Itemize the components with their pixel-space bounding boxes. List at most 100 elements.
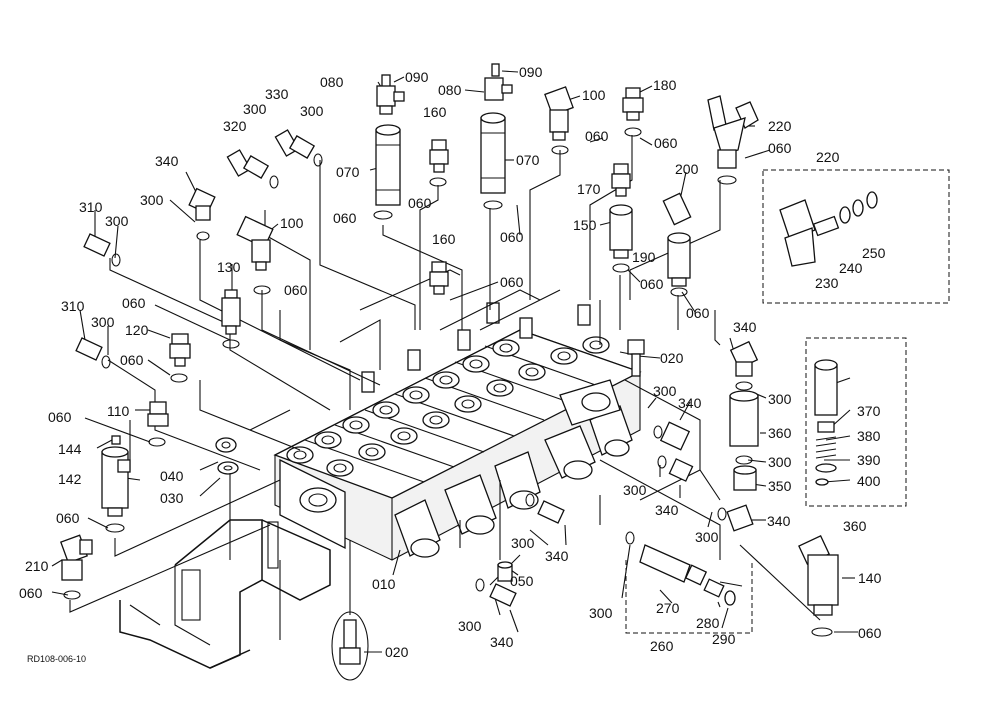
elbow-340-upper (188, 187, 216, 241)
label-060-g: 060 (284, 282, 308, 298)
label-020-a: 020 (660, 350, 684, 366)
extension-070-right (480, 112, 506, 210)
detail-box-360 (805, 337, 907, 507)
cap-144 (111, 435, 121, 445)
mounting-bracket (119, 519, 331, 669)
label-150: 150 (573, 217, 597, 233)
body-190 (667, 232, 691, 297)
label-060-k: 060 (122, 295, 146, 311)
plug-180 (622, 87, 644, 137)
label-300-k: 300 (511, 535, 535, 551)
plug-160-middle (429, 261, 449, 295)
label-300-b: 300 (300, 103, 324, 119)
elbow-340-mid (657, 455, 694, 482)
label-110: 110 (107, 403, 130, 419)
swivel-220-detail (779, 191, 878, 267)
label-060-b: 060 (654, 135, 678, 151)
detail-box-260 (625, 560, 753, 634)
label-240: 240 (839, 260, 863, 276)
label-320: 320 (223, 118, 247, 134)
elbow-340-bottom-center (525, 493, 565, 524)
label-080-a: 080 (320, 74, 344, 90)
leader-lines (51, 70, 858, 653)
extension-070-left (373, 124, 401, 220)
elbow-210 (60, 534, 93, 600)
label-060-a: 060 (585, 128, 609, 144)
plug-120 (169, 333, 191, 383)
label-340-a: 340 (155, 153, 179, 169)
elbow-100-left (236, 215, 274, 295)
label-120: 120 (125, 322, 149, 338)
label-140: 140 (858, 570, 882, 586)
label-390: 390 (857, 452, 881, 468)
label-400: 400 (857, 473, 881, 489)
label-220-a: 220 (768, 118, 792, 134)
label-190: 190 (632, 249, 656, 265)
drawing-reference-code: RD108-006-10 (27, 654, 86, 664)
elbow-100-top (544, 86, 574, 155)
label-310-b: 310 (61, 298, 85, 314)
label-040: 040 (160, 468, 184, 484)
valve-ports (286, 336, 610, 477)
label-180: 180 (653, 77, 677, 93)
label-340-b: 340 (733, 319, 757, 335)
label-300-g: 300 (768, 391, 792, 407)
label-210: 210 (25, 558, 49, 574)
body-360-detail (814, 359, 838, 486)
label-130: 130 (217, 259, 241, 275)
label-060-j: 060 (686, 305, 710, 321)
label-030: 030 (160, 490, 184, 506)
label-200: 200 (675, 161, 699, 177)
label-090-b: 090 (519, 64, 543, 80)
label-144: 144 (58, 441, 82, 457)
label-340-g: 340 (490, 634, 514, 650)
fitting-330 (274, 129, 323, 167)
label-340-e: 340 (767, 513, 791, 529)
plug-130 (221, 289, 241, 349)
bolt-020-upper (627, 339, 645, 377)
label-060-p: 060 (858, 625, 882, 641)
label-300-c: 300 (140, 192, 164, 208)
adapter-310-lower (75, 337, 111, 369)
label-070-b: 070 (516, 152, 540, 168)
plug-160-upper (429, 139, 449, 187)
label-060-o: 060 (19, 585, 43, 601)
bolt-020-lower (331, 611, 369, 681)
label-290: 290 (712, 631, 736, 647)
label-330: 330 (265, 86, 289, 102)
label-060-i: 060 (640, 276, 664, 292)
label-360-a: 360 (768, 425, 792, 441)
label-060-l: 060 (120, 352, 144, 368)
label-300-m: 300 (458, 618, 482, 634)
label-090-a: 090 (405, 69, 429, 85)
label-300-h: 300 (768, 454, 792, 470)
label-380: 380 (857, 428, 881, 444)
label-280: 280 (696, 615, 720, 631)
label-300-j: 300 (695, 529, 719, 545)
valve-spools (394, 405, 633, 558)
label-170: 170 (577, 181, 601, 197)
label-300-e: 300 (91, 314, 115, 330)
label-060-e: 060 (408, 195, 432, 211)
plug-350 (733, 465, 757, 491)
label-160-b: 160 (432, 231, 456, 247)
label-300-l: 300 (589, 605, 613, 621)
label-060-d: 060 (333, 210, 357, 226)
elbow-340-bottom (475, 578, 517, 607)
relief-valve-260 (625, 531, 736, 606)
plug-050 (497, 561, 513, 582)
label-270: 270 (656, 600, 680, 616)
plug-110 (147, 401, 169, 447)
body-140 (798, 535, 839, 637)
body-360 (729, 390, 759, 465)
label-300-a: 300 (243, 101, 267, 117)
label-300-f: 300 (653, 383, 677, 399)
label-350: 350 (768, 478, 792, 494)
swivel-220 (707, 95, 759, 185)
detail-box-220 (762, 169, 950, 304)
elbow-340-center (653, 421, 691, 451)
label-250: 250 (862, 245, 886, 261)
label-300-d: 300 (105, 213, 129, 229)
